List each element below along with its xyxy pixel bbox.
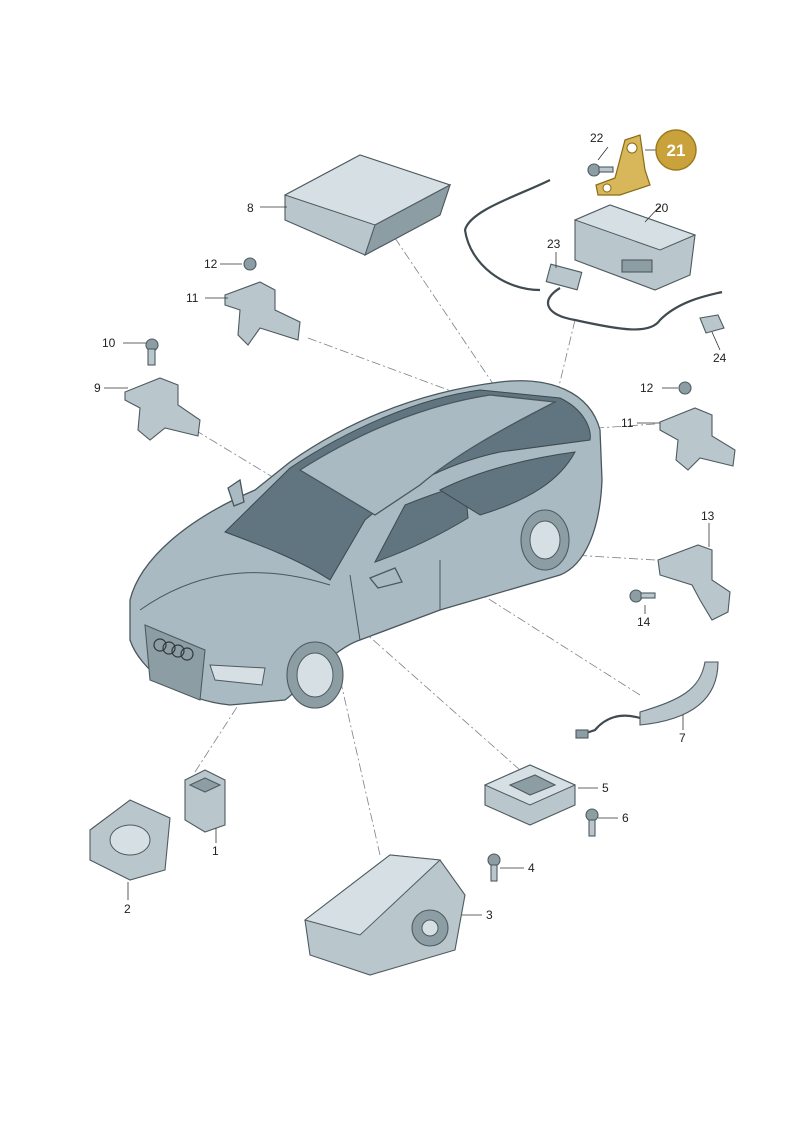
callout-4: 4 [528, 861, 535, 875]
part-13-bracket [657, 544, 731, 621]
car-illustration [129, 380, 603, 709]
part-9-bracket [124, 377, 201, 441]
part-2-holder [89, 799, 171, 881]
callout-8: 7 [679, 731, 686, 745]
callout-11-left: 11 [186, 291, 199, 305]
part-3-control-unit [303, 854, 466, 976]
callout-5: 5 [602, 781, 609, 795]
part-8-handle-sensor [575, 661, 719, 739]
callout-13: 13 [701, 509, 715, 523]
part-24-clip [699, 314, 725, 334]
callout-1: 1 [212, 844, 219, 858]
callout-3: 3 [486, 908, 493, 922]
callout-leaders [104, 146, 721, 916]
cables [463, 179, 723, 331]
callout-7: 8 [247, 201, 254, 215]
part-11-bracket-right [659, 407, 736, 471]
callout-12-left: 12 [204, 257, 218, 271]
part-10-screw [145, 338, 159, 366]
callout-20: 20 [655, 201, 669, 215]
audi-rings-logo [153, 638, 194, 661]
part-6-screw [585, 808, 599, 837]
callout-22: 22 [590, 131, 604, 145]
part-1-sensor [184, 769, 226, 833]
callout-9: 9 [94, 381, 101, 395]
part-21-highlighted-bracket [595, 134, 651, 196]
callout-24: 24 [713, 351, 727, 365]
callout-2: 2 [124, 902, 131, 916]
part-4-screw [487, 853, 501, 882]
part-14-screw [629, 589, 656, 603]
callout-14: 14 [637, 615, 651, 629]
part-22-screw [587, 163, 614, 177]
callout-labels: 22 8 12 11 10 9 12 11 20 23 24 13 14 7 5… [94, 131, 727, 922]
callout-10: 10 [102, 336, 116, 350]
badge-21-label: 21 [667, 141, 686, 160]
part-5-control-unit [483, 764, 577, 826]
part-12-nut-left [243, 257, 257, 271]
callout-23: 23 [547, 237, 561, 251]
part-23-connector [545, 263, 583, 291]
highlight-badge-21[interactable]: 21 [645, 129, 697, 171]
callout-12-right: 12 [640, 381, 654, 395]
part-11-bracket-left [224, 281, 301, 346]
callout-6: 6 [622, 811, 629, 825]
part-7-control-unit [283, 154, 452, 257]
callout-11-right: 11 [621, 416, 634, 430]
part-20-antenna-module [573, 204, 697, 291]
part-12-nut-right [678, 381, 692, 395]
